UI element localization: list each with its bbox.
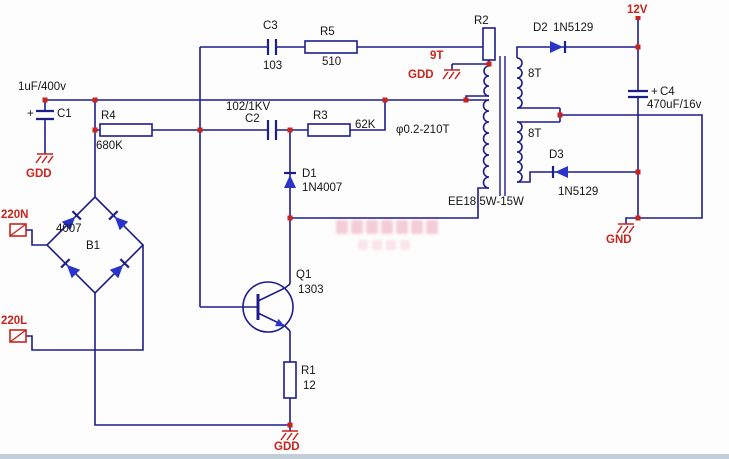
transformer-core xyxy=(499,56,506,196)
gnd-label: GND xyxy=(606,234,632,246)
resistor-r4 xyxy=(99,123,153,137)
d1-value-label: 1N4007 xyxy=(302,182,342,194)
d3-ref-label: D3 xyxy=(549,149,564,161)
transistor-q1 xyxy=(200,281,294,333)
ac-terminal-l xyxy=(9,329,27,343)
capacitor-c2 xyxy=(266,120,278,140)
diode-d3 xyxy=(551,164,570,180)
vout-label: 12V xyxy=(627,4,648,16)
r3-ref-label: R3 xyxy=(313,110,328,122)
r5-ref-label: R5 xyxy=(320,26,335,38)
winding-primary-210t xyxy=(482,99,490,189)
capacitor-c3 xyxy=(266,39,278,55)
ac-l-label: 220L xyxy=(1,315,27,327)
d3-output-wire xyxy=(517,171,638,183)
ground-symbol-gdd-left xyxy=(35,153,54,164)
capacitor-c1 xyxy=(36,109,54,121)
ground-rail-wire xyxy=(94,293,290,426)
r4-ref-label: R4 xyxy=(101,110,116,122)
resistor-r3 xyxy=(307,123,351,137)
ac-terminal-n xyxy=(9,223,27,237)
ground-symbol-gdd-mid xyxy=(442,69,461,80)
gdd-mid-label: GDD xyxy=(408,69,434,81)
bridge-value-label: 4007 xyxy=(56,223,82,235)
r1-ref-label: R1 xyxy=(301,365,316,377)
c2-ref-label: C2 xyxy=(245,113,260,125)
feedback-top-wire xyxy=(451,60,490,70)
c1-ref-label: C1 xyxy=(57,108,72,120)
c1-polarity-label: + xyxy=(27,108,34,120)
gdd-left-label: GDD xyxy=(26,168,52,180)
c3-value-label: 103 xyxy=(263,60,282,72)
c1-value-label: 1uF/400v xyxy=(18,81,66,93)
resistor-r1 xyxy=(283,361,297,399)
labels: 1uF/400v + C1 GDD R4 680K 4007 B1 220N 2… xyxy=(1,4,702,453)
capacitor-c4 xyxy=(628,89,648,99)
resistor-r5 xyxy=(304,40,358,54)
c4-ref-label: C4 xyxy=(660,86,675,98)
bottom-edge xyxy=(0,454,729,459)
c2-value-label: 102/1KV xyxy=(226,101,270,113)
r4-value-label: 680K xyxy=(96,140,123,152)
gdd-bottom-label: GDD xyxy=(274,441,300,453)
ac-n-label: 220N xyxy=(1,209,29,221)
r1-value-label: 12 xyxy=(303,380,316,392)
watermark xyxy=(336,220,438,250)
d2-ref-label: D2 xyxy=(533,22,548,34)
d1-ref-label: D1 xyxy=(302,168,317,180)
d2-value-label: 1N5129 xyxy=(553,22,593,34)
sec-top-turns-label: 8T xyxy=(528,68,541,80)
primary-wire-label: φ0.2-210T xyxy=(396,124,450,136)
secondary-return-wire xyxy=(517,107,703,224)
winding-secondary-bottom-8t xyxy=(516,121,523,183)
c3-ref-label: C3 xyxy=(263,20,278,32)
ac-l-wire xyxy=(26,245,144,351)
r5-value-label: 510 xyxy=(322,56,341,68)
d2-output-wire xyxy=(516,46,638,58)
c4-polarity-label: + xyxy=(651,86,658,98)
wiring xyxy=(26,18,703,431)
junction-dots xyxy=(42,16,641,428)
winding-feedback-9t xyxy=(483,65,490,97)
diode-d2 xyxy=(548,39,567,55)
c4-value-label: 470uF/16v xyxy=(647,99,702,111)
q1-value-label: 1303 xyxy=(298,284,324,296)
core-label: EE18 5W-15W xyxy=(448,196,524,208)
transformer xyxy=(482,56,523,196)
r2-ref-label: R2 xyxy=(474,15,489,27)
bridge-ref-label: B1 xyxy=(86,240,100,252)
d3-value-label: 1N5129 xyxy=(558,186,598,198)
winding-secondary-top-8t xyxy=(516,57,523,109)
ground-symbol-gdd-bottom xyxy=(280,430,299,441)
emitter-arrow xyxy=(275,318,285,327)
resistor-r2 xyxy=(482,27,496,61)
bridge-rectifier-b1 xyxy=(45,195,145,295)
q1-ref-label: Q1 xyxy=(296,269,311,281)
r3-value-label: 62K xyxy=(355,119,376,131)
primary-return-wire xyxy=(290,187,489,219)
diode-d1 xyxy=(282,171,298,190)
feedback-turns-label: 9T xyxy=(430,50,443,62)
ac-n-wire xyxy=(26,229,47,246)
ground-symbol-gnd xyxy=(616,223,635,234)
sec-bottom-turns-label: 8T xyxy=(528,128,541,140)
